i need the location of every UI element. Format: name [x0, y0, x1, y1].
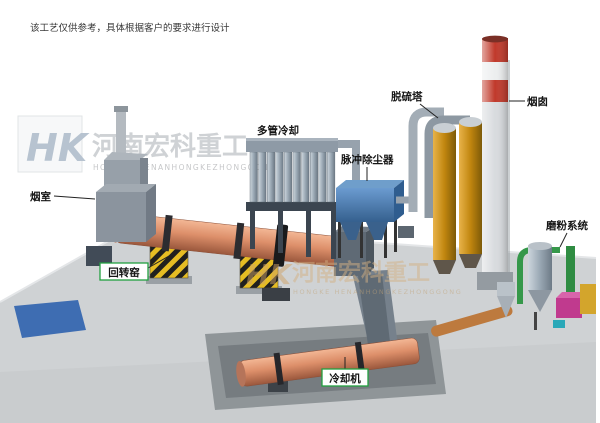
smoke-chamber-side [146, 184, 156, 242]
smoke-chamber [86, 106, 156, 266]
label-chimney: 烟囱 [527, 95, 548, 108]
leader-smoke-chamber [53, 195, 96, 200]
magenta-fan [556, 298, 582, 318]
yellow-cabinet [580, 284, 596, 314]
cooler-ring-2 [354, 341, 366, 375]
dc-hopper-1 [340, 222, 362, 240]
watermark-center-en: HONGKE HENANHONGKEZHONGGONG [293, 288, 462, 296]
upper-box-top [104, 152, 148, 160]
label-cooling-machine: 冷却机 [329, 372, 361, 385]
label-grinding-system: 磨粉系统 [545, 219, 588, 232]
dc-top [336, 180, 404, 188]
tower-2-cap [459, 117, 482, 127]
stack-pipe [116, 110, 126, 162]
pier-base-1 [146, 276, 192, 284]
label-rotary-kiln: 回转窑 [108, 266, 140, 279]
chimney-shading [482, 38, 508, 276]
transfer-chute [352, 270, 398, 350]
cooler-leg-2 [278, 211, 283, 253]
multi-tube-cooler [246, 138, 360, 259]
blue-pad [14, 300, 86, 338]
cooler-end-cap [236, 360, 246, 387]
cooler-manifold-top [246, 138, 338, 141]
label-box-rotary-kiln [99, 262, 149, 281]
stack-cap [114, 106, 128, 112]
watermark-center-cn: 河南宏科重工 [292, 259, 430, 286]
cooler-table [246, 202, 338, 211]
grinding-system [431, 242, 596, 337]
label-box-cooling-machine [321, 368, 369, 387]
kiln-riding-ring-2 [233, 222, 245, 260]
tower-inlet-pipe-1 [408, 107, 444, 212]
tower-2-cone [459, 254, 482, 268]
dc-leg-4 [394, 218, 397, 252]
label-multi-tube-cooler: 多管冷却 [257, 124, 299, 137]
dc-leg-3 [384, 222, 387, 258]
dc-leg-1 [338, 222, 341, 258]
reference-note: 该工艺仅供参考，具体根据客户的要求进行设计 [30, 22, 230, 34]
smoke-chamber-top [96, 184, 156, 192]
control-cabinet [86, 246, 112, 266]
kiln-riding-ring-1 [161, 214, 173, 252]
mill-bin-cap [528, 242, 552, 250]
watermark-center-hk: HK [246, 258, 293, 291]
label-smoke-chamber: 烟室 [30, 190, 51, 203]
upper-box-side [140, 158, 148, 190]
green-duct [566, 246, 575, 292]
watermark-logo-box [17, 115, 83, 173]
chimney [477, 35, 513, 290]
kiln-supports [146, 245, 290, 301]
hood-side [366, 227, 374, 276]
tower-1 [433, 128, 456, 260]
cooler-ring-1 [273, 352, 284, 386]
desulfurization-towers [408, 107, 482, 274]
watermark-hk-monogram: HK [26, 126, 90, 170]
separator-cone [497, 296, 515, 318]
tower-1-cone [433, 260, 456, 274]
mill-leg-1 [534, 312, 537, 330]
mill-bin [528, 246, 552, 290]
teal-unit [553, 320, 565, 328]
tower-2 [459, 122, 482, 254]
mill-bin-cone [528, 290, 552, 312]
dc-leg-2 [360, 222, 363, 258]
label-dust-collector: 脉冲除尘器 [340, 153, 394, 166]
dc-fan [398, 226, 414, 238]
leader-desulfurization [419, 103, 439, 119]
cooler-leg-4 [331, 211, 336, 259]
cooler-to-dc-duct [338, 140, 360, 184]
kiln-support-pier-2 [239, 255, 279, 289]
cooler-leg-3 [306, 211, 311, 257]
dc-body [336, 188, 394, 222]
smoke-chamber-front [96, 192, 146, 242]
label-desulfurization: 脱硫塔 [391, 90, 423, 103]
kiln-drive-motor [262, 288, 290, 301]
dc-hopper-2 [366, 222, 388, 240]
annotations: 该工艺仅供参考，具体根据客户的要求进行设计 烟室 回转窑 多管冷却 脉冲除尘器 … [30, 22, 588, 387]
separator-body [497, 282, 515, 296]
tower-inlet-pipe-2 [424, 115, 470, 218]
leader-grinding [559, 232, 568, 248]
watermark-brand-en: HONGKE HENANHONGKEZHONGGONG [93, 163, 276, 172]
pulse-dust-collector [336, 180, 414, 258]
inclined-conveyor [431, 305, 513, 337]
tower-1-cap [433, 123, 456, 133]
watermark-center: HK 河南宏科重工 HONGKE HENANHONGKEZHONGGONG [246, 258, 462, 296]
chute-shade [358, 274, 390, 345]
cooler-manifold [246, 140, 338, 152]
cooler-leg-1 [250, 211, 255, 249]
kiln-support-pier-1 [149, 245, 189, 279]
chimney-rim [482, 35, 508, 43]
pier-base-2 [236, 286, 282, 294]
leader-rotary-kiln [147, 251, 177, 269]
